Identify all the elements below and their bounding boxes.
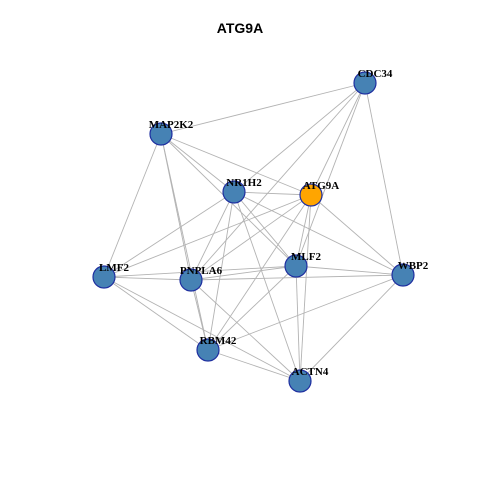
- edge-nr1h2-mlf2: [233, 191, 297, 267]
- edge-pnpla6-actn4: [190, 279, 301, 382]
- edge-atg9a-rbm42: [207, 194, 312, 351]
- edge-nr1h2-actn4: [233, 191, 301, 382]
- node-label-mlf2: MLF2: [291, 251, 321, 263]
- edge-cdc34-map2k2: [160, 82, 366, 135]
- node-label-map2k2: MAP2K2: [149, 119, 194, 131]
- edge-pnpla6-rbm42: [190, 279, 209, 351]
- node-lmf2: [92, 265, 116, 289]
- edge-mlf2-wbp2: [295, 265, 404, 276]
- node-label-nr1h2: NR1H2: [226, 177, 262, 189]
- edge-wbp2-rbm42: [207, 274, 404, 351]
- edge-mlf2-rbm42: [207, 265, 297, 351]
- edge-cdc34-mlf2: [295, 82, 366, 267]
- node-atg9a: [299, 183, 323, 207]
- node-label-cdc34: CDC34: [358, 68, 393, 80]
- node-rbm42: [196, 338, 220, 362]
- edge-atg9a-pnpla6: [190, 194, 312, 281]
- node-label-pnpla6: PNPLA6: [180, 265, 223, 277]
- edge-mlf2-actn4: [295, 265, 301, 382]
- edge-layer: [103, 82, 404, 382]
- node-label-actn4: ACTN4: [292, 366, 329, 378]
- edge-cdc34-wbp2: [364, 82, 404, 276]
- node-label-rbm42: RBM42: [200, 335, 237, 347]
- edge-map2k2-lmf2: [103, 133, 162, 278]
- edge-map2k2-rbm42: [160, 133, 209, 351]
- edge-atg9a-wbp2: [310, 194, 404, 276]
- edge-rbm42-actn4: [207, 349, 301, 382]
- node-actn4: [288, 369, 312, 393]
- page-title: ATG9A: [216, 20, 264, 36]
- edge-cdc34-atg9a: [310, 82, 366, 196]
- edge-nr1h2-wbp2: [233, 191, 404, 276]
- edge-nr1h2-rbm42: [207, 191, 235, 351]
- edge-lmf2-mlf2: [103, 265, 297, 278]
- edge-atg9a-actn4: [299, 194, 312, 382]
- edge-wbp2-actn4: [299, 274, 404, 382]
- node-map2k2: [149, 122, 173, 146]
- node-label-wbp2: WBP2: [398, 260, 429, 272]
- node-label-atg9a: ATG9A: [303, 180, 340, 192]
- edge-lmf2-actn4: [103, 276, 301, 382]
- edge-cdc34-nr1h2: [233, 82, 366, 193]
- node-nr1h2: [222, 180, 246, 204]
- node-pnpla6: [179, 268, 203, 292]
- node-cdc34: [353, 71, 377, 95]
- edge-map2k2-nr1h2: [160, 133, 235, 193]
- edge-nr1h2-pnpla6: [190, 191, 235, 281]
- edge-pnpla6-mlf2: [190, 265, 297, 281]
- edge-nr1h2-atg9a: [233, 191, 312, 196]
- edge-map2k2-atg9a: [160, 133, 312, 196]
- edge-atg9a-mlf2: [295, 194, 312, 267]
- node-layer: [92, 71, 415, 393]
- node-label-lmf2: LMF2: [99, 262, 129, 274]
- edge-lmf2-rbm42: [103, 276, 209, 351]
- edge-nr1h2-lmf2: [103, 191, 235, 278]
- node-wbp2: [391, 263, 415, 287]
- edge-atg9a-lmf2: [103, 194, 312, 278]
- edge-lmf2-pnpla6: [103, 276, 192, 281]
- node-mlf2: [284, 254, 308, 278]
